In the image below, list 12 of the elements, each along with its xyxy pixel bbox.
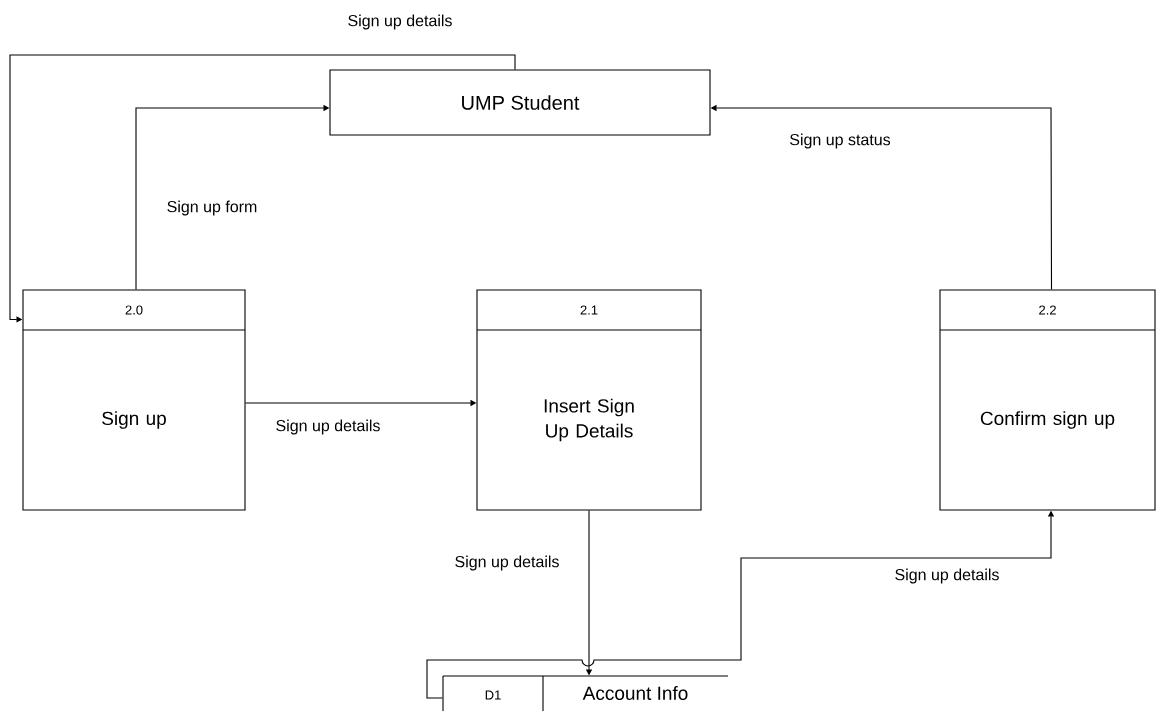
process-box: 2.0 Sign up (22, 289, 246, 511)
edge-label: Sign up details (273, 417, 383, 437)
external-entity-box: UMP Student (329, 69, 711, 136)
edge-label: Sign up details (345, 12, 455, 32)
edge-label: Sign up details (452, 553, 562, 573)
process-box: 2.1 Insert Sign Up Details (476, 289, 702, 511)
edge-label: Sign up form (164, 198, 260, 218)
edge-label: Sign up details (892, 566, 1002, 586)
arrow (9, 54, 516, 323)
process-box: 2.2 Confirm sign up (939, 289, 1156, 511)
data-store: D1 Account Info (442, 675, 729, 711)
edge-label: Sign up status (787, 131, 893, 151)
